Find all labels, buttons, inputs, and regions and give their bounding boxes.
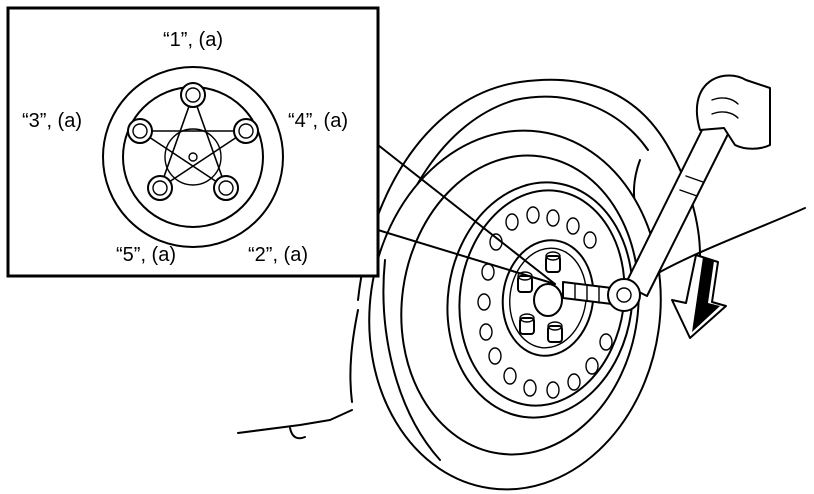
lug-nut [517, 271, 533, 293]
label-nut-3: “3”, (a) [22, 110, 82, 132]
label-nut-2: “2”, (a) [248, 244, 308, 266]
torque-wrench-icon [562, 121, 731, 312]
lug-nut [519, 313, 535, 335]
tightening-sequence-star [139, 94, 247, 189]
lug-nut-5 [147, 175, 173, 201]
callout-lines [377, 144, 556, 285]
lug-nut-4 [233, 118, 259, 144]
label-nut-4: “4”, (a) [288, 110, 348, 132]
wheel-rim [446, 181, 634, 419]
lug-nut-3 [127, 118, 153, 144]
arrow-down-icon [671, 254, 727, 339]
tire [368, 129, 662, 491]
vent-holes [477, 206, 613, 399]
lug-nut [547, 321, 563, 343]
label-nut-5: “5”, (a) [116, 244, 176, 266]
inset-lug-nuts [127, 82, 259, 201]
lug-nut [545, 251, 561, 273]
inset-detail: “1”, (a) “3”, (a) “4”, (a) “5”, (a) “2”,… [6, 6, 380, 278]
wheel-hub [517, 251, 563, 343]
lug-nut-2 [213, 175, 239, 201]
label-nut-1: “1”, (a) [163, 29, 223, 51]
lug-nut-1 [180, 82, 206, 108]
hand-icon [695, 74, 771, 150]
